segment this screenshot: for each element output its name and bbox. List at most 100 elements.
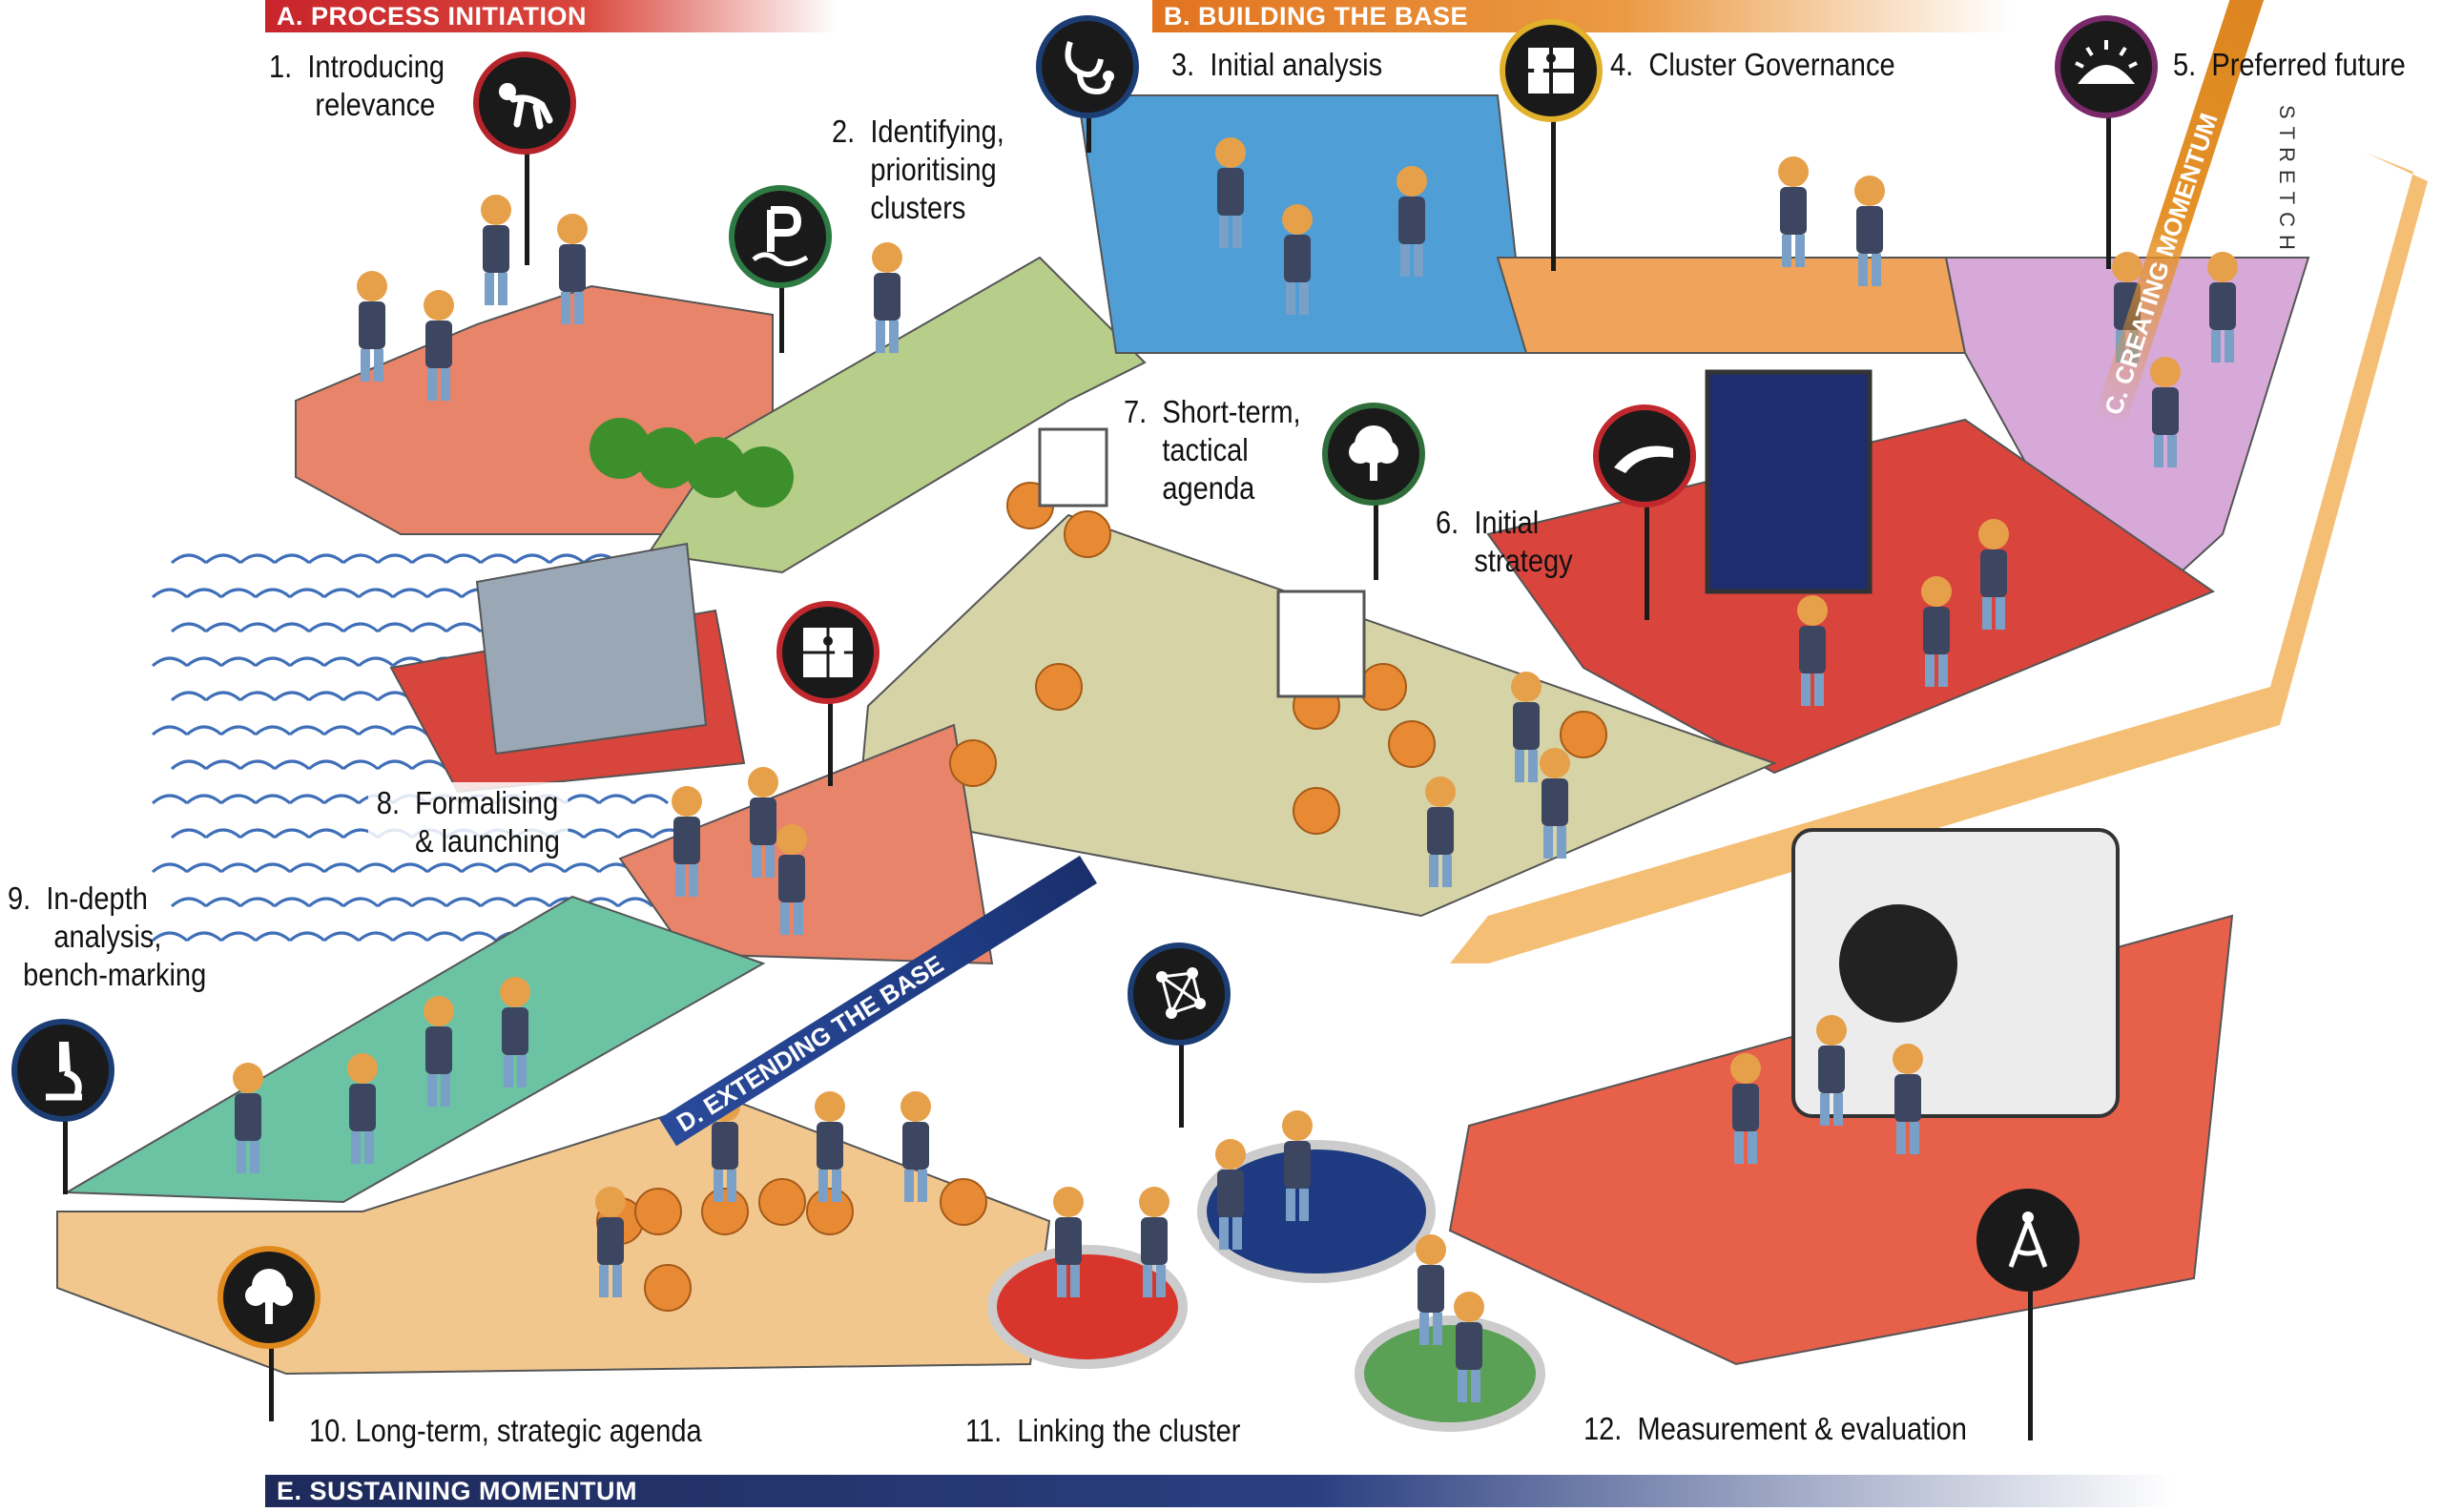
person-body <box>1780 187 1807 235</box>
person-leg <box>1219 1217 1229 1250</box>
shrub <box>590 418 651 479</box>
person-body <box>1513 702 1540 750</box>
basketball <box>1560 711 1607 758</box>
person-leg <box>1820 1093 1830 1126</box>
person-leg <box>441 1074 450 1107</box>
person-leg <box>675 864 685 897</box>
step-2-label: 2. Identifying, prioritising clusters <box>832 114 1004 225</box>
person-head <box>500 977 530 1007</box>
person-leg <box>832 1170 841 1202</box>
person-head <box>1778 156 1809 187</box>
person-body <box>359 301 385 349</box>
step-5-label: 5. Preferred future <box>2173 47 2406 82</box>
person-leg <box>1414 244 1423 277</box>
person-head <box>1397 166 1427 197</box>
person-body <box>1284 235 1311 282</box>
person-leg <box>1299 1189 1309 1221</box>
person-leg <box>918 1170 927 1202</box>
crawling-figure-icon <box>473 52 576 155</box>
step-4-label: 4. Cluster Governance <box>1610 47 1895 82</box>
person-body <box>1818 1046 1845 1093</box>
person-leg <box>351 1131 361 1164</box>
person-leg <box>364 1131 374 1164</box>
person-body <box>1923 607 1950 654</box>
person-head <box>1540 748 1570 778</box>
step-12-pole <box>2028 1288 2033 1440</box>
person-head <box>1893 1044 1923 1074</box>
person-body <box>559 244 586 292</box>
person-head <box>2150 357 2181 387</box>
person-head <box>347 1053 378 1084</box>
person-body <box>1542 778 1568 826</box>
person-head <box>1797 595 1828 626</box>
person-leg <box>1232 1217 1242 1250</box>
person-leg <box>374 349 383 382</box>
momentum-ribbon <box>1450 153 2428 963</box>
step-6-pole <box>1645 506 1649 620</box>
linking-disc-blue <box>1197 1140 1436 1283</box>
step-8-label: 8. Formalising & launching <box>368 782 569 862</box>
person-body <box>1055 1217 1082 1265</box>
basketball <box>634 1188 682 1235</box>
person-leg <box>1858 254 1868 286</box>
compass-icon <box>1976 1189 2080 1292</box>
person-head <box>1816 1015 1847 1046</box>
basketball <box>1359 663 1407 711</box>
step-7-pole <box>1374 504 1378 580</box>
person-body <box>425 1026 452 1074</box>
person-body <box>1398 197 1425 244</box>
person-head <box>595 1187 626 1217</box>
puzzle-pieces-icon <box>1500 19 1603 122</box>
person-head <box>815 1091 845 1122</box>
person-body <box>1217 1170 1244 1217</box>
person-body <box>2209 282 2236 330</box>
basketball-hoop <box>1038 427 1108 507</box>
person-body <box>1427 807 1454 855</box>
person-leg <box>1156 1265 1166 1297</box>
person-head <box>481 195 511 225</box>
person-head <box>1511 672 1542 702</box>
step-9-label: 9. In-depth analysis, bench-marking <box>8 880 207 992</box>
step-9-pole <box>63 1118 68 1194</box>
person-body <box>425 321 452 368</box>
person-body <box>1894 1074 1921 1122</box>
person-leg <box>1557 826 1566 859</box>
person-leg <box>1057 1265 1066 1297</box>
person-leg <box>1433 1313 1442 1345</box>
person-head <box>872 242 902 273</box>
person-leg <box>1938 654 1948 687</box>
person-leg <box>1419 1313 1429 1345</box>
person-leg <box>1795 235 1805 267</box>
person-leg <box>1833 1093 1843 1126</box>
water-wave-row <box>171 897 688 908</box>
strategy-screen <box>1705 369 1873 594</box>
shrub <box>637 427 698 488</box>
person-leg <box>1471 1370 1480 1402</box>
tree-icon <box>217 1246 321 1349</box>
person-leg <box>1299 282 1309 315</box>
person-leg <box>612 1265 622 1297</box>
step-5-pole <box>2106 116 2111 269</box>
person-leg <box>1896 1122 1906 1154</box>
person-leg <box>517 1055 527 1087</box>
person-leg <box>889 321 899 353</box>
person-leg <box>504 1055 513 1087</box>
person-leg <box>1748 1131 1757 1164</box>
person-leg <box>752 845 761 878</box>
step-2-pole <box>779 286 784 353</box>
sunrise-icon <box>2055 15 2158 118</box>
person-head <box>424 290 454 321</box>
stethoscope-icon <box>1036 15 1139 118</box>
person-body <box>1799 626 1826 673</box>
step-11-pole <box>1179 1042 1184 1128</box>
person-body <box>1418 1265 1444 1313</box>
person-leg <box>727 1170 736 1202</box>
basketball <box>644 1264 692 1312</box>
shrub <box>685 437 746 498</box>
road-curve-icon <box>1593 404 1696 507</box>
person-head <box>1854 176 1885 206</box>
microscope-icon <box>11 1019 114 1122</box>
person-body <box>483 225 509 273</box>
step-1-pole <box>525 151 529 265</box>
parking-sign-icon <box>729 185 832 288</box>
